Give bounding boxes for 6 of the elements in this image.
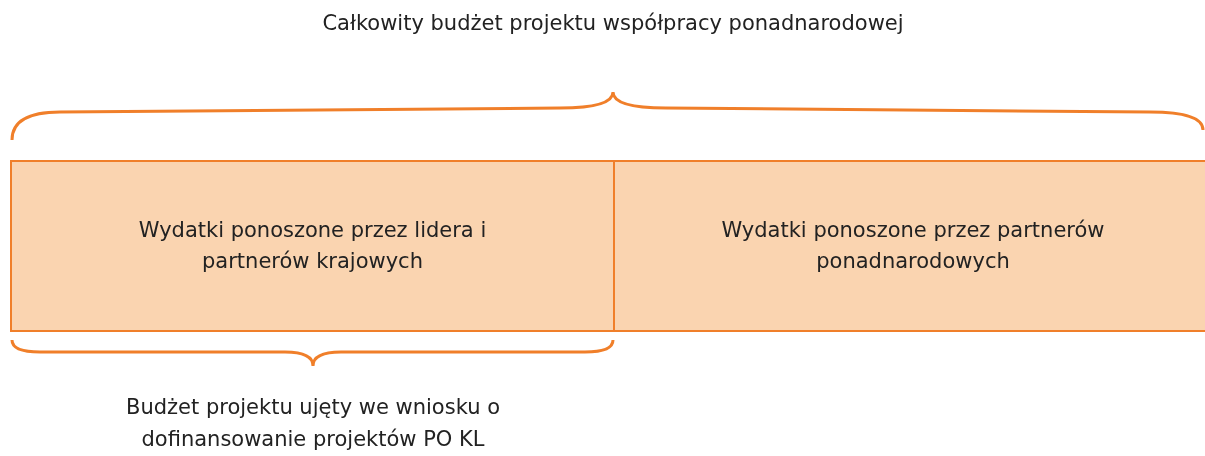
segment-label: Wydatki ponoszone przez partnerów ponadnarodowych <box>720 216 1106 275</box>
bracket-label: Budżet projektu ujęty we wniosku o dofinansowanie projektów PO KL <box>125 394 501 453</box>
budget-bar-segment <box>10 160 615 332</box>
bracket-label: Całkowity budżet projektu współpracy ponadnarodowej <box>321 10 905 37</box>
segment-label: Wydatki ponoszone przez lidera i partnerów krajowych <box>137 216 488 275</box>
budget-bar-segment <box>613 160 1205 332</box>
